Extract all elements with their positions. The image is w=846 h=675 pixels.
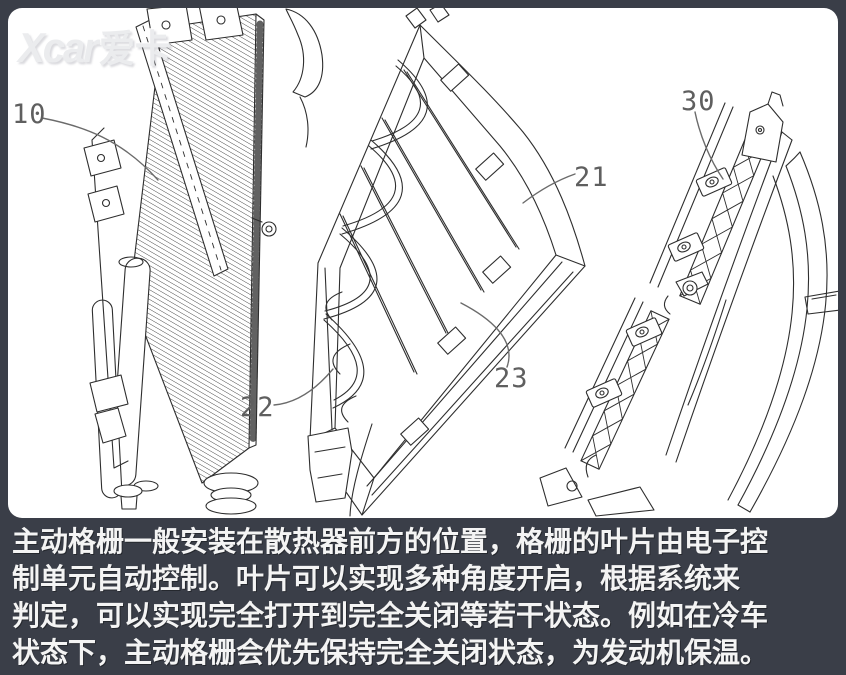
watermark-latin: Xcar <box>18 24 99 71</box>
part-label-21: 21 <box>574 162 609 193</box>
xcar-watermark-logo: Xcar爱卡 <box>18 18 171 73</box>
caption-text-block: 主动格栅一般安装在散热器前方的位置，格栅的叶片由电子控 制单元自动控制。叶片可以… <box>0 518 846 675</box>
caption-line-1: 主动格栅一般安装在散热器前方的位置，格栅的叶片由电子控 <box>12 526 769 557</box>
patent-figure-drawing <box>41 8 838 517</box>
label-leader-lines <box>41 111 724 406</box>
caption-line-4: 状态下，主动格栅会优先保持完全关闭状态，为发动机保温。 <box>12 637 769 668</box>
part-label-23: 23 <box>494 363 529 394</box>
watermark-chinese: 爱卡 <box>98 29 172 71</box>
part-label-10: 10 <box>12 99 47 130</box>
caption-line-2: 制单元自动控制。叶片可以实现多种角度开启，根据系统来 <box>12 563 741 594</box>
part-label-30: 30 <box>681 86 716 117</box>
figure-panel: Xcar爱卡 <box>8 8 838 518</box>
radiator-drawing <box>83 8 324 515</box>
part-label-22: 22 <box>240 392 275 423</box>
shutter-blade-drawing <box>539 91 838 517</box>
shutter-housing-drawing <box>307 8 586 517</box>
caption-line-3: 判定，可以实现完全打开到完全关闭等若干状态。例如在冷车 <box>12 600 769 631</box>
